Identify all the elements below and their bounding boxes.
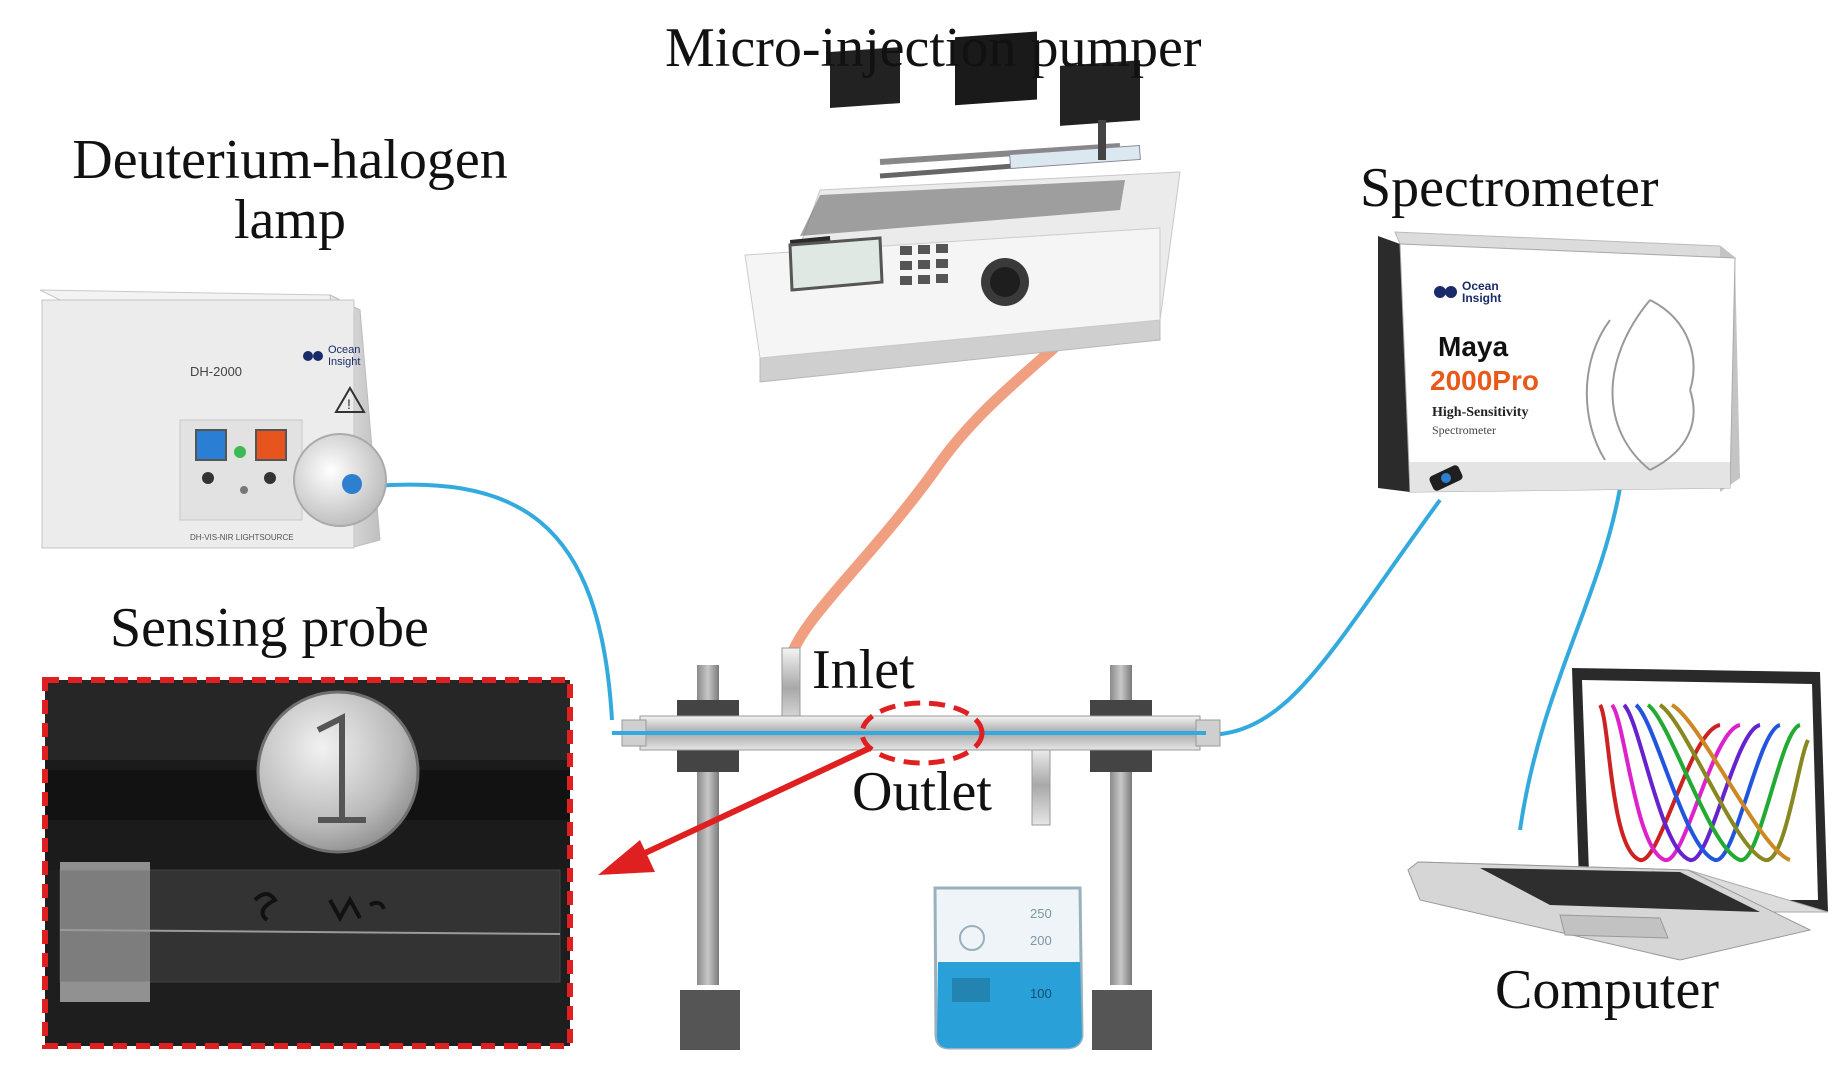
spectrometer-model-text: 2000Pro [1430,365,1539,396]
inlet-label: Inlet [812,639,915,701]
pump-label: Micro-injection pumper [665,17,1202,79]
spectrometer-line2-text: Spectrometer [1432,423,1496,437]
lamp-label-line2: lamp [234,189,346,252]
spectrometer-brand-line1: Ocean [1462,279,1499,293]
probe-label: Sensing probe [110,597,429,659]
probe-zoom-arrow [598,745,872,875]
beaker-mark-top: 250 [1030,906,1052,921]
deuterium-halogen-lamp-device: ! Ocean Insight DH-2000 DH-VIS-NIR LIGHT… [39,289,387,549]
lamp-brand-line2: Insight [328,356,360,368]
svg-text:!: ! [347,396,351,412]
lamp-brand-line1: Ocean [328,344,360,356]
spectrometer-line1-text: High-Sensitivity [1432,405,1528,420]
computer-laptop-device [1407,668,1829,961]
fiber-probe-to-spectrometer [1205,498,1442,737]
lamp-label-line1: Deuterium-halogen [72,129,508,191]
spectrometer-name-text: Maya [1438,331,1508,362]
spectrometer-label: Spectrometer [1360,157,1659,219]
probe-location-highlight [859,700,985,766]
beaker: 250 200 100 [933,886,1084,1050]
fiber-lamp-to-probe [351,482,614,721]
spectrometer-brand-line2: Insight [1462,291,1501,305]
sensing-probe-photo [42,677,573,1049]
lamp-footer-text: DH-VIS-NIR LIGHTSOURCE [190,533,294,542]
beaker-mark-low: 100 [1030,986,1052,1001]
pump-keypad [900,244,948,285]
lamp-label: Deuterium-halogen lamp [10,130,570,251]
flow-cell [612,647,1221,826]
computer-label: Computer [1495,959,1719,1021]
lamp-model-text: DH-2000 [190,364,242,379]
beaker-mark-mid: 200 [1030,933,1052,948]
spectrometer-model-number: 2000 [1430,365,1492,396]
spectrometer-model-suffix: Pro [1492,365,1539,396]
laptop-screen-spectra [1598,703,1810,862]
cable-spectrometer-to-computer [1518,487,1622,831]
spectrometer-device: Ocean Insight Maya 2000Pro High-Sensitiv… [1378,231,1740,493]
micro-injection-pump-device [744,31,1181,383]
outlet-label: Outlet [852,761,992,823]
